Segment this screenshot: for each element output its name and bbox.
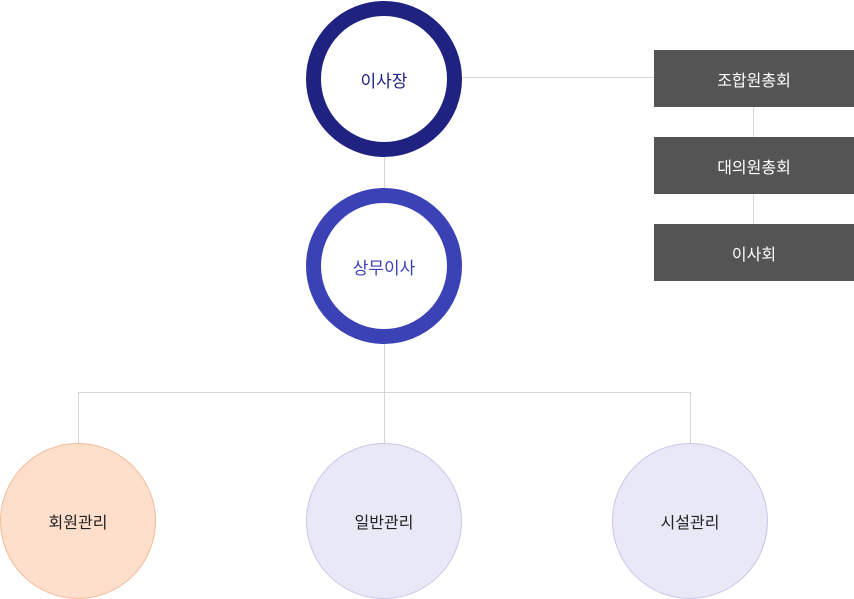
delegate-assembly-box: 대의원총회 (654, 137, 854, 194)
executive-director-label: 상무이사 (352, 258, 416, 279)
facility-management-label: 시설관리 (660, 513, 720, 532)
connector-to-member-dept (78, 392, 79, 443)
member-management-node: 회원관리 (0, 443, 156, 599)
facility-management-node: 시설관리 (612, 443, 768, 599)
chairman-node: 이사장 (306, 1, 462, 157)
general-management-node: 일반관리 (306, 443, 462, 599)
connector-departments-bus (78, 392, 691, 393)
connector-executive-trunk (384, 344, 385, 443)
member-management-label: 회원관리 (48, 513, 108, 532)
executive-director-node: 상무이사 (306, 188, 462, 344)
general-assembly-label: 조합원총회 (717, 70, 791, 90)
connector-chairman-to-general-assembly (462, 77, 654, 78)
delegate-assembly-label: 대의원총회 (717, 157, 791, 177)
connector-chairman-to-executive (384, 157, 385, 188)
chairman-label: 이사장 (360, 71, 408, 92)
general-assembly-box: 조합원총회 (654, 50, 854, 107)
connector-delegate-to-board (753, 194, 754, 224)
connector-general-to-delegate-assembly (753, 107, 754, 137)
connector-to-facility-dept (690, 392, 691, 443)
board-of-directors-label: 이사회 (731, 244, 777, 264)
board-of-directors-box: 이사회 (654, 224, 854, 281)
general-management-label: 일반관리 (354, 513, 414, 532)
